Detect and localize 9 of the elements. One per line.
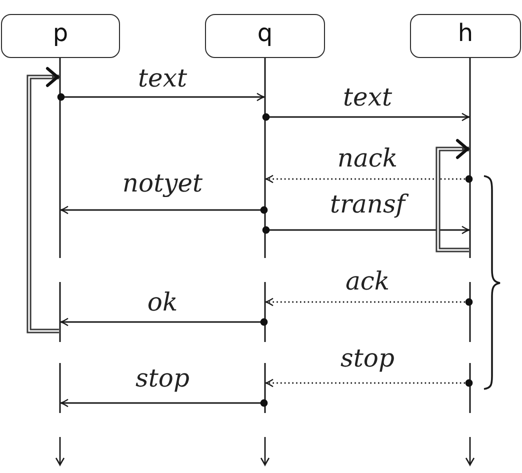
lifeline xyxy=(264,58,266,413)
lifeline xyxy=(59,58,61,413)
participant-name: h xyxy=(458,21,474,45)
participant-box xyxy=(410,14,521,58)
participant-name: p xyxy=(52,21,68,45)
lifeline xyxy=(469,58,471,413)
participant-box xyxy=(1,14,120,58)
participant-box xyxy=(205,14,325,58)
participant-name: q xyxy=(257,21,273,45)
